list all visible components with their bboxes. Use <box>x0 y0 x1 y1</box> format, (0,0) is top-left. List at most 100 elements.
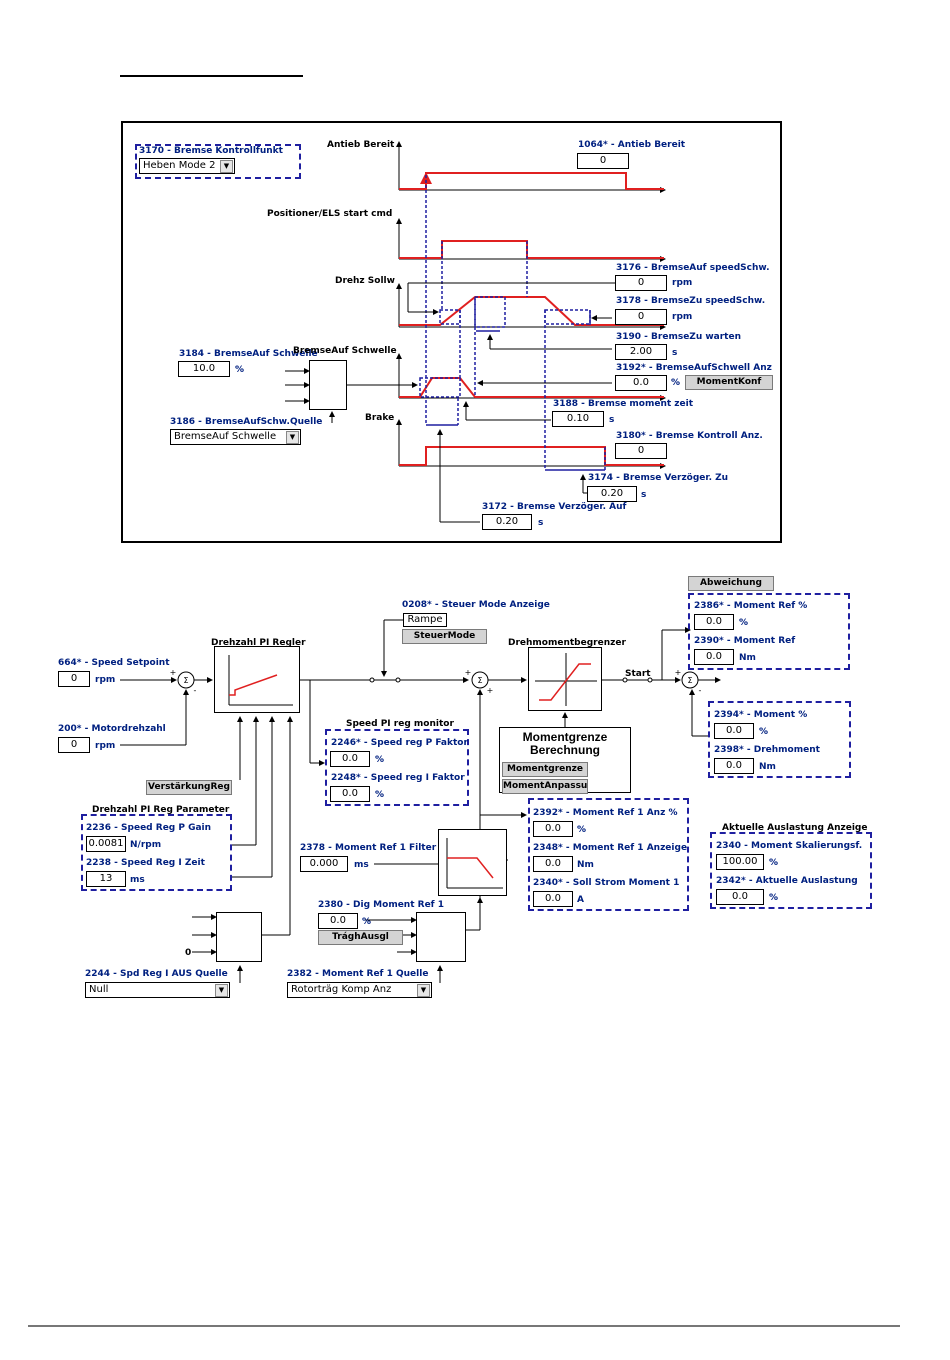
p3190-unit: s <box>672 348 678 358</box>
p3186-value: BremseAuf Schwelle <box>174 431 277 442</box>
p2382-value: Rotorträg Komp Anz <box>291 984 392 995</box>
p2382-select[interactable]: Rotorträg Komp Anz▼ <box>287 982 432 998</box>
svg-text:+: + <box>487 686 494 695</box>
brake-timing-panel <box>121 121 782 543</box>
p3174-label: 3174 - Bremse Verzöger. Zu <box>588 473 729 483</box>
p2380-value[interactable]: 0.0 <box>318 913 358 929</box>
p3170-value: Heben Mode 2 <box>143 160 216 171</box>
p2340s-label: 2340* - Soll Strom Moment 1 <box>533 878 680 888</box>
antieb-axis-label: Antieb Bereit <box>327 140 395 150</box>
p3174-unit: s <box>641 490 647 500</box>
p3172-label: 3172 - Bremse Verzöger. Auf <box>482 502 627 512</box>
p3188-unit: s <box>609 415 615 425</box>
p3178-label: 3178 - BremseZu speedSchw. <box>616 296 766 306</box>
p2340-value[interactable]: 100.00 <box>716 854 764 870</box>
p3180-value: 0 <box>615 443 667 459</box>
p3176-value[interactable]: 0 <box>615 275 667 291</box>
p2398-label: 2398* - Drehmoment <box>714 745 820 755</box>
p664-value[interactable]: 0 <box>58 671 90 687</box>
p3176-unit: rpm <box>672 278 693 288</box>
chevron-down-icon: ▼ <box>286 431 299 444</box>
svg-text:+: + <box>465 668 472 677</box>
p2390-value: 0.0 <box>694 649 734 665</box>
p3170-group <box>135 144 301 179</box>
p2348-unit: Nm <box>577 860 594 870</box>
p2394-label: 2394* - Moment % <box>714 710 808 720</box>
p2246-unit: % <box>375 755 385 765</box>
p2380-unit: % <box>362 917 372 927</box>
abweichung-button[interactable]: Abweichung <box>688 576 774 591</box>
p3178-unit: rpm <box>672 312 693 322</box>
svg-text:+: + <box>675 668 682 677</box>
p3180-label: 3180* - Bremse Kontroll Anz. <box>616 431 763 441</box>
p1064-value: 0 <box>577 153 629 169</box>
p2380-label: 2380 - Dig Moment Ref 1 <box>318 900 444 910</box>
speed-pi-monitor-label: Speed PI reg monitor <box>346 719 454 729</box>
p2342-unit: % <box>769 893 779 903</box>
p2340s-value: 0.0 <box>533 891 573 907</box>
p2386-value: 0.0 <box>694 614 734 630</box>
traegh-button[interactable]: TrághAusgl <box>318 930 403 945</box>
p2236-unit: N/rpm <box>130 840 162 850</box>
p2238-unit: ms <box>130 875 145 885</box>
p3172-unit: s <box>538 518 544 528</box>
svg-text:Σ: Σ <box>477 676 482 685</box>
p2386-unit: % <box>739 618 749 628</box>
p3172-value[interactable]: 0.20 <box>482 514 532 530</box>
p2244-value: Null <box>89 984 109 995</box>
zero-input-label: 0 <box>185 948 192 958</box>
p2378-value[interactable]: 0.000 <box>300 856 348 872</box>
momentgrenze-button[interactable]: Momentgrenze <box>502 762 588 777</box>
p0208-label: 0208* - Steuer Mode Anzeige <box>402 600 550 610</box>
svg-text:Σ: Σ <box>687 676 692 685</box>
moment-actual-group <box>708 701 851 778</box>
p3184-label: 3184 - BremseAuf Schwelle <box>179 349 318 359</box>
chevron-down-icon: ▼ <box>220 160 233 173</box>
p3190-value[interactable]: 2.00 <box>615 344 667 360</box>
p200-label: 200* - Motordrehzahl <box>58 724 166 734</box>
drehmomentbegrenzer-label: Drehmomentbegrenzer <box>508 638 626 648</box>
aktuelle-label: Aktuelle Auslastung Anzeige <box>722 823 868 833</box>
steuermode-button[interactable]: SteuerMode <box>402 629 487 644</box>
p3178-value[interactable]: 0 <box>615 309 667 325</box>
p2340-unit: % <box>769 858 779 868</box>
drehzahl-pi-label: Drehzahl PI Regler <box>211 638 306 648</box>
p2378-label: 2378 - Moment Ref 1 Filter <box>300 843 437 853</box>
pi-param-label: Drehzahl PI Reg Parameter <box>92 805 230 815</box>
auslastung-group <box>710 832 872 909</box>
p2236-value[interactable]: 0.0081 <box>86 836 126 852</box>
start-label: Start <box>625 669 651 679</box>
speed-pi-monitor-group <box>325 729 469 806</box>
moment-ref-group <box>688 593 850 670</box>
p2236-label: 2236 - Speed Reg P Gain <box>86 823 212 833</box>
p3176-label: 3176 - BremseAuf speedSchw. <box>616 263 770 273</box>
p3174-value[interactable]: 0.20 <box>587 486 637 502</box>
momentkonf-button[interactable]: MomentKonf <box>685 375 773 390</box>
svg-text:-: - <box>194 686 197 695</box>
p3192-unit: % <box>671 378 681 388</box>
momentanpassu-button[interactable]: MomentAnpassu <box>502 779 588 794</box>
p3184-unit: % <box>235 365 245 375</box>
p1064-label: 1064* - Antieb Bereit <box>578 140 686 150</box>
p2248-label: 2248* - Speed reg I Faktor <box>331 773 465 783</box>
p2238-value[interactable]: 13 <box>86 871 126 887</box>
p3186-label: 3186 - BremseAufSchw.Quelle <box>170 417 323 427</box>
p3170-select[interactable]: Heben Mode 2 ▼ <box>139 158 235 174</box>
p2238-label: 2238 - Speed Reg I Zeit <box>86 858 205 868</box>
p2392-value: 0.0 <box>533 821 573 837</box>
momentgrenze-title: Momentgrenze Berechnung <box>522 730 608 757</box>
p2244-select[interactable]: Null▼ <box>85 982 230 998</box>
moment-ref1-group <box>528 798 689 911</box>
p2394-value: 0.0 <box>714 723 754 739</box>
moment-ref-selector-block <box>416 912 466 962</box>
verstaerkung-button[interactable]: VerstärkungReg <box>146 780 232 795</box>
p2340-label: 2340 - Moment Skalierungsf. <box>716 841 863 851</box>
limiter-curve-icon <box>535 653 597 706</box>
p200-unit: rpm <box>95 741 116 751</box>
p200-value: 0 <box>58 737 90 753</box>
header-rule <box>120 75 303 77</box>
p3186-select[interactable]: BremseAuf Schwelle ▼ <box>170 429 301 445</box>
p3184-value[interactable]: 10.0 <box>178 361 230 377</box>
p3188-value[interactable]: 0.10 <box>552 411 604 427</box>
p3192-value: 0.0 <box>615 375 667 391</box>
